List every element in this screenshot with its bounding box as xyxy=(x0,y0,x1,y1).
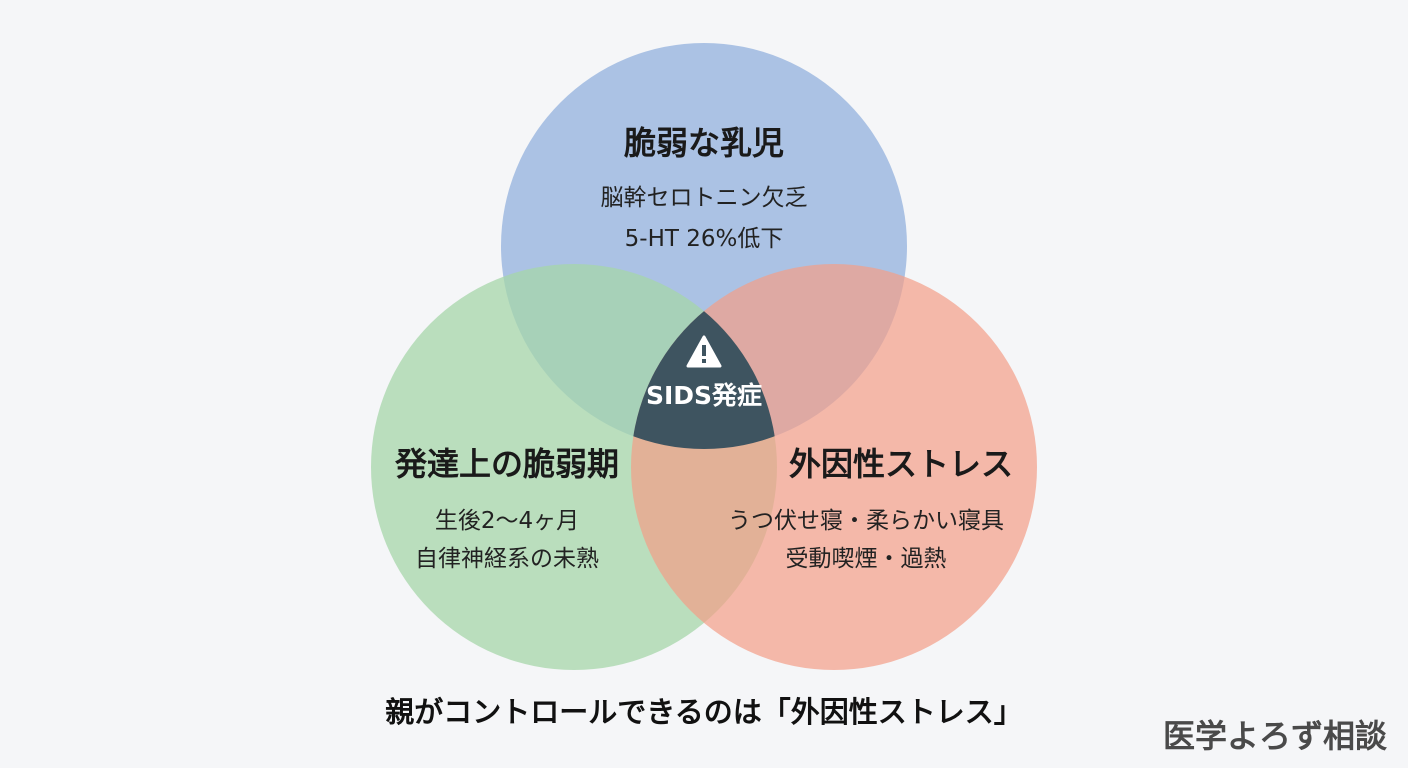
circle-line-age-months: 生後2〜4ヶ月 xyxy=(435,508,579,534)
bottom-caption: 親がコントロールできるのは「外因性ストレス」 xyxy=(385,695,1022,729)
circle-line-brainstem-serotonin: 脳幹セロトニン欠乏 xyxy=(601,185,808,211)
circle-line-smoking-overheating: 受動喫煙・過熱 xyxy=(786,546,947,572)
circle-line-5ht-decrease: 5-HT 26%低下 xyxy=(625,226,784,252)
circle-line-autonomic-immaturity: 自律神経系の未熟 xyxy=(415,546,599,572)
circle-title-exogenous-stressors: 外因性ストレス xyxy=(789,445,1013,483)
warning-icon xyxy=(686,335,722,368)
circle-title-critical-period: 発達上の脆弱期 xyxy=(394,445,619,483)
circle-line-prone-sleeping-bedding: うつ伏せ寝・柔らかい寝具 xyxy=(728,508,1004,534)
circle-title-vulnerable-infant: 脆弱な乳児 xyxy=(624,124,784,162)
sids-onset-label: SIDS発症 xyxy=(646,381,762,410)
sids-onset-region xyxy=(631,264,777,449)
watermark-text: 医学よろず相談 xyxy=(1163,717,1388,755)
